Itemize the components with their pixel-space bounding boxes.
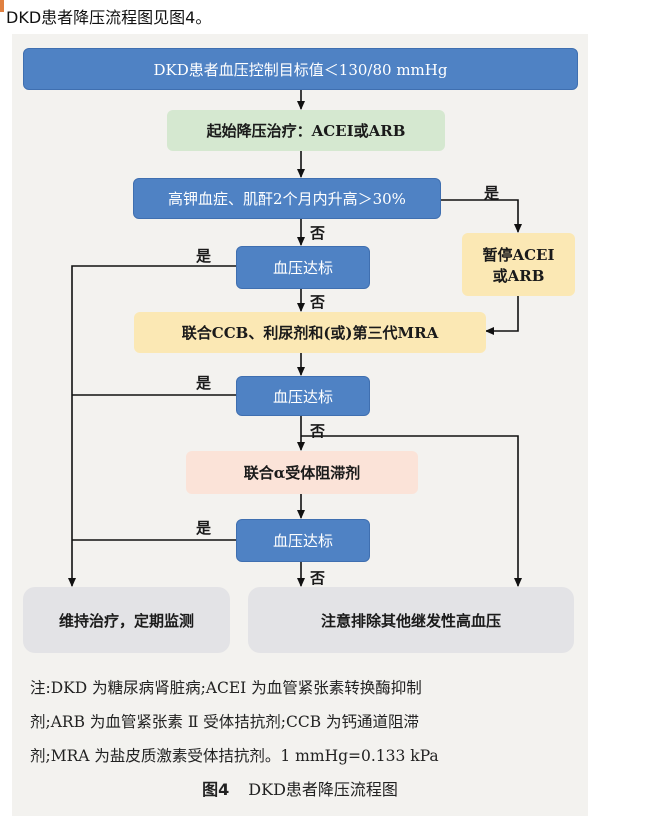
maintain-node: 维持治疗，定期监测 xyxy=(23,587,230,653)
figure-number: 图4 xyxy=(202,780,230,799)
note-line-3: 剂;MRA 为盐皮质激素受体拮抗剂。1 mmHg=0.133 kPa xyxy=(30,747,439,765)
label-no-bp3: 否 xyxy=(310,569,326,587)
bp-target-node-3: 血压达标 xyxy=(236,519,370,562)
pause-node: 暂停ACEI 或ARB xyxy=(462,233,575,296)
label-yes-check: 是 xyxy=(484,184,500,202)
note-line-1: 注:DKD 为糖尿病肾脏病;ACEI 为血管紧张素转换酶抑制 xyxy=(30,679,422,697)
label-yes-bp1: 是 xyxy=(196,247,212,265)
combo1-node: 联合CCB、利尿剂和(或)第三代MRA xyxy=(134,312,486,353)
figure-title: DKD患者降压流程图 xyxy=(248,780,398,799)
label-no-bp1: 否 xyxy=(310,293,326,311)
label-yes-bp2: 是 xyxy=(196,374,212,392)
label-no-check: 否 xyxy=(310,224,326,242)
target-node: DKD患者血压控制目标值＜130/80 mmHg xyxy=(23,48,578,90)
line-bp2-no-secondary xyxy=(301,435,522,587)
arrow-check-pause xyxy=(441,199,522,233)
bp-target-node-2: 血压达标 xyxy=(236,376,370,416)
check-node: 高钾血症、肌酐2个月内升高＞30% xyxy=(133,178,441,219)
bp-target-node-1: 血压达标 xyxy=(236,246,370,289)
combo2-node: 联合α受体阻滞剂 xyxy=(186,451,418,494)
pause-node-line1: 暂停ACEI xyxy=(482,245,555,264)
secondary-hypertension-node: 注意排除其他继发性高血压 xyxy=(248,587,574,653)
intro-caption: DKD患者降压流程图见图4。 xyxy=(6,8,212,27)
note-line-2: 剂;ARB 为血管紧张素 Ⅱ 受体拮抗剂;CCB 为钙通道阻滞 xyxy=(30,713,420,731)
arrow-pause-combo1 xyxy=(485,296,519,335)
flowchart-panel xyxy=(12,34,588,816)
label-yes-bp3: 是 xyxy=(196,519,212,537)
pause-node-line2: 或ARB xyxy=(492,266,545,285)
figure-caption: 图4 DKD患者降压流程图 xyxy=(0,776,600,800)
line-bp1-yes xyxy=(68,265,236,587)
label-no-bp2: 否 xyxy=(310,422,326,440)
edge-mark xyxy=(0,0,4,12)
start-treatment-node: 起始降压治疗：ACEI或ARB xyxy=(167,110,445,151)
